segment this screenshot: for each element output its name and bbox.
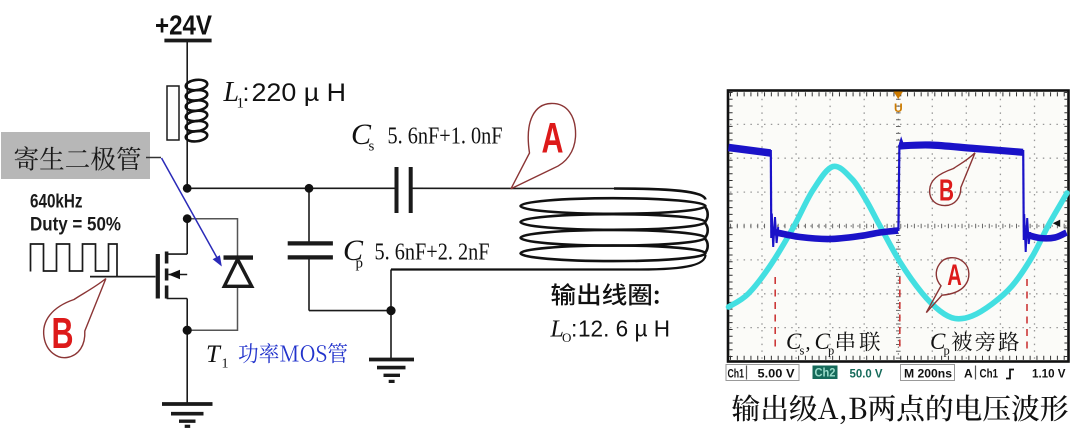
svg-text::: : — [243, 79, 250, 107]
svg-text:5.00 V: 5.00 V — [758, 367, 795, 381]
svg-text:220 µ H: 220 µ H — [252, 79, 347, 107]
svg-text:Duty = 50%: Duty = 50% — [30, 215, 121, 236]
svg-text:L: L — [223, 77, 240, 108]
svg-text:Ch2: Ch2 — [815, 368, 836, 380]
svg-text:1: 1 — [222, 357, 229, 372]
svg-text:L: L — [550, 317, 564, 343]
svg-text:p: p — [944, 344, 950, 358]
svg-text:1.10 V: 1.10 V — [1032, 367, 1066, 381]
svg-text:O: O — [562, 330, 571, 345]
svg-text:T: T — [206, 341, 222, 368]
svg-text:p: p — [356, 256, 364, 272]
svg-text:C: C — [815, 329, 831, 354]
svg-text:,: , — [806, 332, 811, 354]
svg-text:s: s — [800, 344, 805, 358]
svg-text:B: B — [52, 309, 74, 358]
svg-text:5. 6nF+1. 0nF: 5. 6nF+1. 0nF — [388, 124, 503, 150]
svg-text:C: C — [786, 329, 802, 354]
svg-text:A: A — [964, 367, 973, 381]
svg-text:Ch1: Ch1 — [980, 367, 999, 381]
svg-text:M 200ns: M 200ns — [904, 367, 952, 381]
svg-text:12. 6 µ H: 12. 6 µ H — [578, 316, 670, 342]
svg-text:s: s — [369, 139, 375, 155]
svg-text:5. 6nF+2. 2nF: 5. 6nF+2. 2nF — [375, 240, 490, 266]
svg-text:Ch1: Ch1 — [728, 367, 745, 381]
svg-text:1: 1 — [237, 96, 245, 112]
svg-text:A: A — [542, 115, 564, 163]
svg-text:U: U — [894, 101, 903, 115]
svg-text:C: C — [351, 118, 372, 151]
svg-text:A: A — [947, 259, 962, 292]
svg-text:C: C — [343, 234, 364, 267]
svg-text:C: C — [930, 329, 946, 354]
svg-text::: : — [571, 316, 577, 342]
svg-text:+24V: +24V — [155, 10, 212, 41]
svg-text:B: B — [939, 173, 954, 208]
svg-text:50.0 V: 50.0 V — [850, 367, 883, 381]
svg-text:640kHz: 640kHz — [30, 192, 83, 213]
svg-text:p: p — [828, 344, 834, 358]
